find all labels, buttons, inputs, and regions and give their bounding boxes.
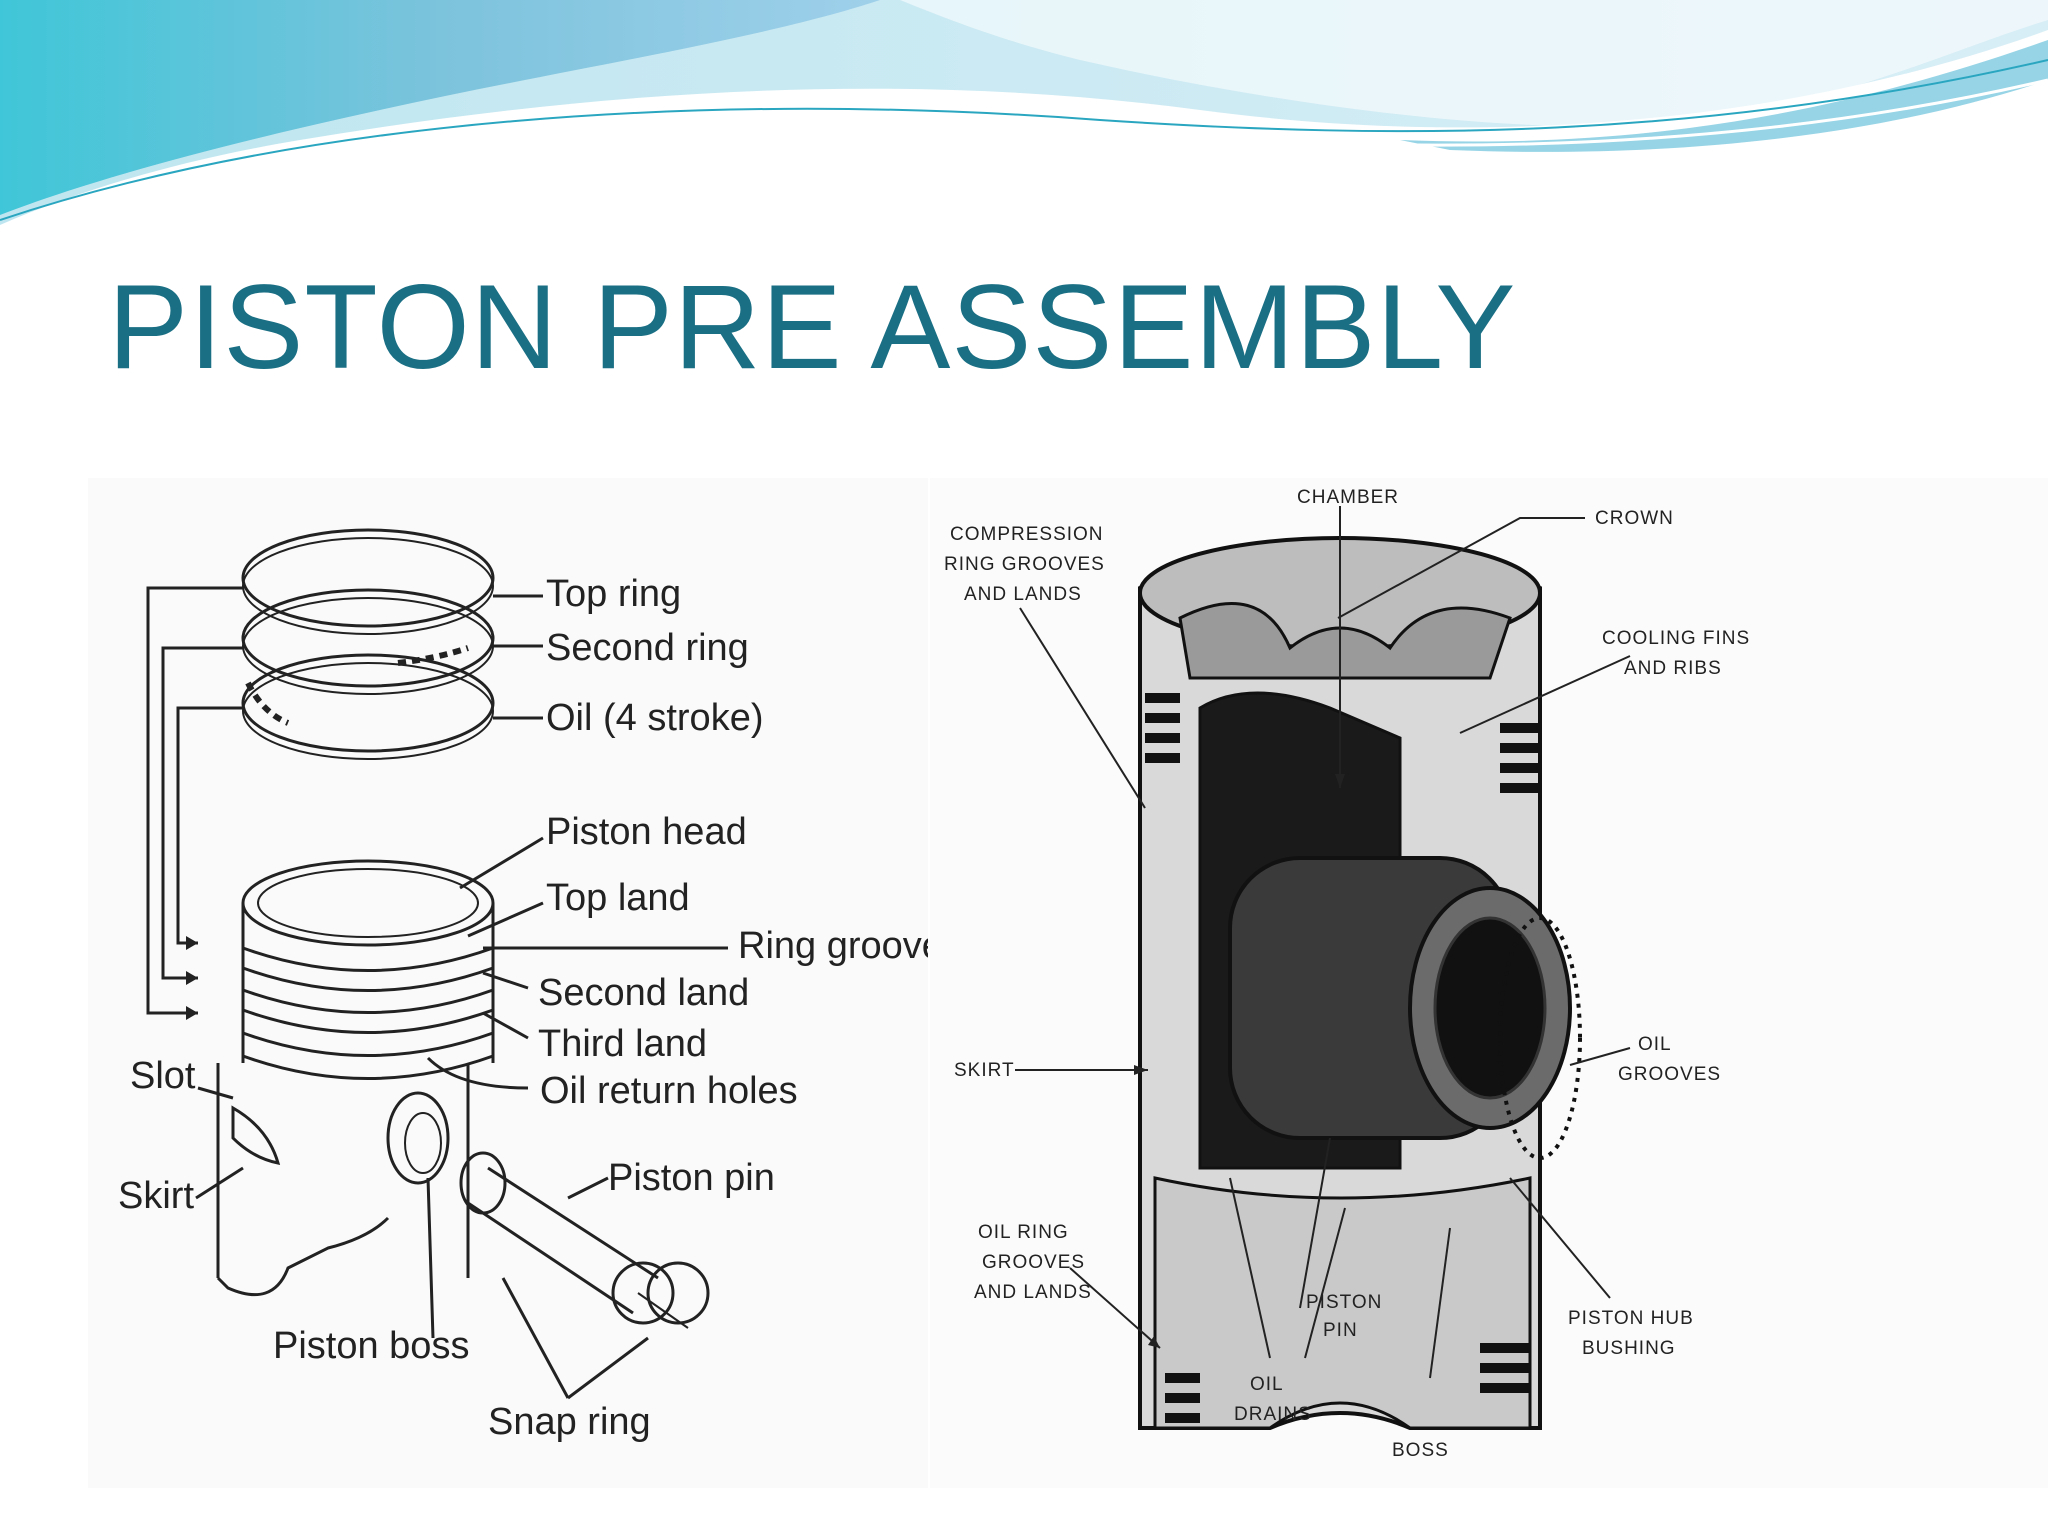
header-wave-banner bbox=[0, 0, 2048, 232]
label-snap-ring: Snap ring bbox=[488, 1401, 651, 1443]
right-labels: CHAMBER CROWN COMPRESSION RING GROOVES A… bbox=[944, 487, 1750, 1461]
label-compression-1: COMPRESSION bbox=[950, 524, 1104, 545]
label-oil-ring: Oil (4 stroke) bbox=[546, 697, 763, 739]
piston-cutaway-illustration bbox=[1138, 536, 1582, 1430]
label-second-ring: Second ring bbox=[546, 627, 749, 669]
piston-exploded-diagram: Top ring Second ring Oil (4 stroke) Pist… bbox=[88, 478, 928, 1488]
label-oil-ring-3: AND LANDS bbox=[974, 1282, 1092, 1303]
label-oil-grooves-2: GROOVES bbox=[1618, 1064, 1721, 1085]
label-compression-3: AND LANDS bbox=[964, 584, 1082, 605]
label-piston-boss: Piston boss bbox=[273, 1325, 469, 1367]
label-cooling-2: AND RIBS bbox=[1624, 658, 1722, 679]
piston-pin-illustration bbox=[459, 1151, 710, 1329]
label-boss: BOSS bbox=[1392, 1440, 1449, 1461]
label-chamber: CHAMBER bbox=[1297, 487, 1399, 508]
label-hub-bushing-2: BUSHING bbox=[1582, 1338, 1676, 1359]
label-crown: CROWN bbox=[1595, 508, 1674, 529]
right-leader-lines bbox=[1015, 506, 1631, 1379]
label-piston-head: Piston head bbox=[546, 811, 747, 853]
label-top-ring: Top ring bbox=[546, 573, 681, 615]
label-piston-pin: Piston pin bbox=[608, 1157, 775, 1199]
label-piston-pin-2: PIN bbox=[1323, 1320, 1358, 1341]
label-oil-return-holes: Oil return holes bbox=[540, 1070, 798, 1112]
left-labels: Top ring Second ring Oil (4 stroke) Pist… bbox=[118, 573, 928, 1443]
label-oil-ring-1: OIL RING bbox=[978, 1222, 1069, 1243]
label-slot: Slot bbox=[130, 1055, 196, 1097]
label-third-land: Third land bbox=[538, 1023, 707, 1065]
label-hub-bushing-1: PISTON HUB bbox=[1568, 1308, 1694, 1329]
piston-cutaway-diagram: CHAMBER CROWN COMPRESSION RING GROOVES A… bbox=[930, 478, 2048, 1488]
label-cooling-1: COOLING FINS bbox=[1602, 628, 1750, 649]
label-top-land: Top land bbox=[546, 877, 690, 919]
label-compression-2: RING GROOVES bbox=[944, 554, 1105, 575]
label-oil-drains-1: OIL bbox=[1250, 1374, 1284, 1395]
piston-body-illustration bbox=[216, 859, 495, 1297]
label-skirt: Skirt bbox=[118, 1175, 194, 1217]
left-leader-lines bbox=[146, 586, 728, 1400]
piston-rings-illustration bbox=[241, 528, 495, 760]
label-oil-drains-2: DRAINS bbox=[1234, 1404, 1312, 1425]
label-skirt-right: SKIRT bbox=[954, 1060, 1015, 1081]
slide-title: PISTON PRE ASSEMBLY bbox=[108, 260, 1517, 394]
label-oil-ring-2: GROOVES bbox=[982, 1252, 1085, 1273]
label-oil-grooves-1: OIL bbox=[1638, 1034, 1672, 1055]
label-ring-groove: Ring groove bbox=[738, 925, 928, 967]
label-piston-pin-1: PISTON bbox=[1306, 1292, 1382, 1313]
label-second-land: Second land bbox=[538, 972, 749, 1014]
